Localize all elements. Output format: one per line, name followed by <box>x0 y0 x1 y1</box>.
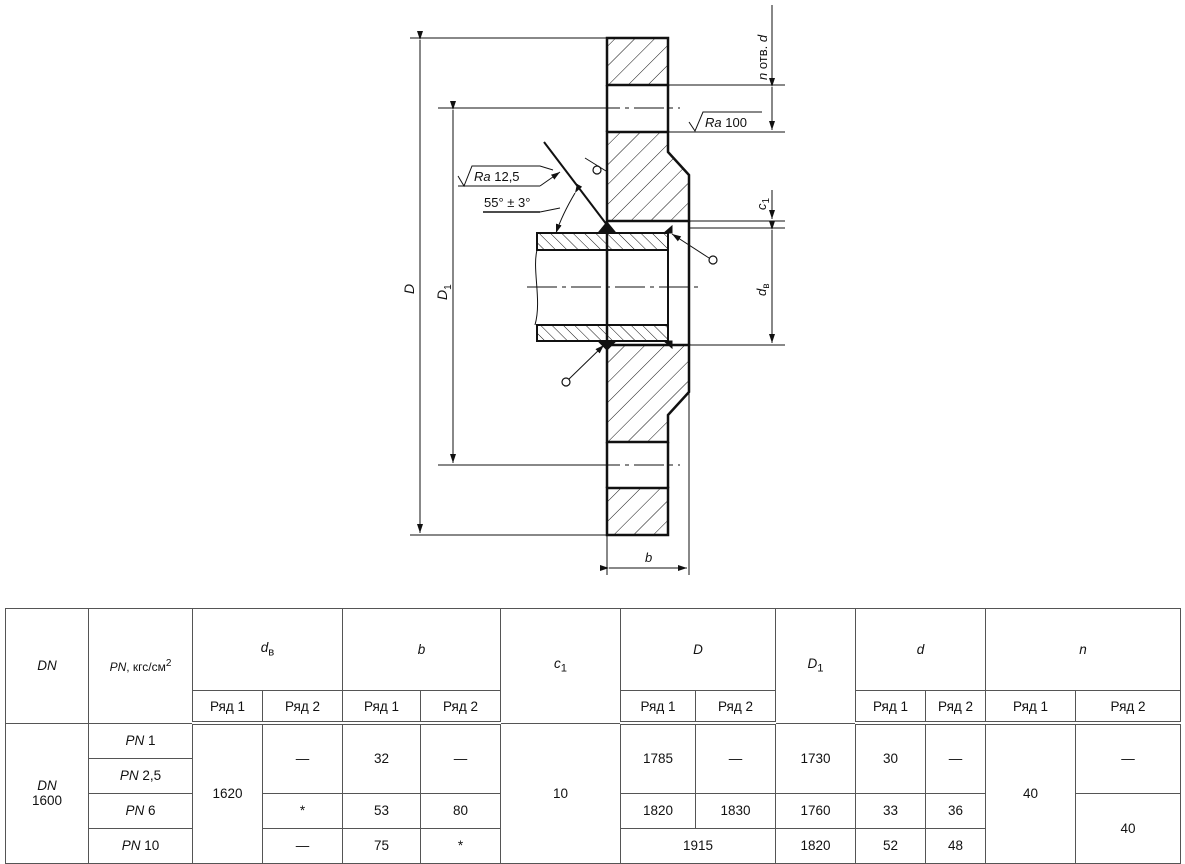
header-series: Ряд 1 <box>620 690 697 725</box>
label-angle: 55° ± 3° <box>484 195 530 210</box>
dv-row2-cell: — <box>262 722 343 794</box>
label-holes: n отв. d <box>755 34 770 80</box>
header-series: Ряд 1 <box>855 690 927 725</box>
header-series: Ряд 1 <box>342 690 421 725</box>
d-row2-cell: 48 <box>925 827 987 864</box>
D-merged-cell: 1915 <box>620 827 777 864</box>
dv-row1-cell: 1620 <box>192 722 263 864</box>
flange-top-section <box>605 36 670 87</box>
header-dv: dв <box>192 608 343 691</box>
n-row2-cell: — <box>1075 722 1182 794</box>
b-row2-cell: 80 <box>419 792 502 829</box>
label-ra100: Ra 100 <box>705 115 747 130</box>
pn-cell: PN 10 <box>88 827 193 864</box>
d-row1-cell: 30 <box>855 722 927 794</box>
header-c1: c1 <box>500 608 622 724</box>
n-row2-cell: 40 <box>1075 792 1182 864</box>
header-series: Ряд 2 <box>925 690 987 725</box>
D-row2-cell: 1830 <box>695 792 777 829</box>
weld-symbol-circle <box>708 255 718 265</box>
header-dn: DN <box>5 608 89 724</box>
flange-dimensions-table: DN PN, кгс/см2 dв b c1 D D1 d n Ряд 1 Ря… <box>5 608 1182 864</box>
label-ra12-5: Ra 12,5 <box>474 169 520 184</box>
pn-cell: PN 6 <box>88 792 193 829</box>
b-row2-cell: — <box>419 722 502 794</box>
flange-upper-hub <box>605 130 691 223</box>
n-row1-cell: 40 <box>985 722 1077 864</box>
table-row: PN 10 — 75 * 1915 1820 52 48 <box>6 827 1181 864</box>
c1-cell: 10 <box>500 722 622 864</box>
D1-cell: 1760 <box>775 792 857 829</box>
pipe-lower-wall <box>536 324 669 342</box>
label-b: b <box>645 550 652 565</box>
dv-row2-cell: — <box>262 827 343 864</box>
d-row2-cell: — <box>925 722 987 794</box>
header-series: Ряд 2 <box>1075 690 1182 725</box>
header-D: D <box>620 608 777 691</box>
header-D1: D1 <box>775 608 857 724</box>
label-D1: D1 <box>434 284 454 300</box>
header-series: Ряд 2 <box>695 690 777 725</box>
label-D: D <box>401 284 417 294</box>
D-row1-cell: 1820 <box>620 792 697 829</box>
pipe-upper-wall <box>536 232 669 251</box>
flange-bottom-section <box>605 486 670 537</box>
D-row2-cell: — <box>695 722 777 794</box>
d-row1-cell: 33 <box>855 792 927 829</box>
d-row2-cell: 36 <box>925 792 987 829</box>
flange-lower-hub <box>605 343 691 444</box>
header-n: n <box>985 608 1182 691</box>
pn-cell: PN 2,5 <box>88 757 193 794</box>
header-series: Ряд 2 <box>262 690 343 725</box>
b-row1-cell: 32 <box>342 722 421 794</box>
D1-cell: 1820 <box>775 827 857 864</box>
table-row: PN 2,5 <box>6 757 1181 794</box>
label-dv: dв <box>754 283 772 296</box>
D-row1-cell: 1785 <box>620 722 697 794</box>
b-row2-cell: * <box>419 827 502 864</box>
header-d: d <box>855 608 987 691</box>
header-series: Ряд 2 <box>419 690 502 725</box>
label-c1: c1 <box>754 198 772 211</box>
flange-drawing: D D1 b c1 dв n отв. d Ra 100 Ra 12,5 55°… <box>401 5 785 575</box>
header-pn: PN, кгс/см2 <box>88 608 193 724</box>
pn-cell: PN 1 <box>88 722 193 759</box>
table-row: PN 6 * 53 80 1820 1830 1760 33 36 40 <box>6 792 1182 864</box>
header-series: Ряд 1 <box>192 690 263 725</box>
d-row1-cell: 52 <box>855 827 927 864</box>
b-row1-cell: 75 <box>342 827 421 864</box>
b-row1-cell: 53 <box>342 792 421 829</box>
header-series: Ряд 1 <box>985 690 1077 725</box>
weld-upper <box>596 221 618 234</box>
dv-row2-cell: * <box>262 792 343 829</box>
D1-cell: 1730 <box>775 722 857 794</box>
header-b: b <box>341 608 502 691</box>
